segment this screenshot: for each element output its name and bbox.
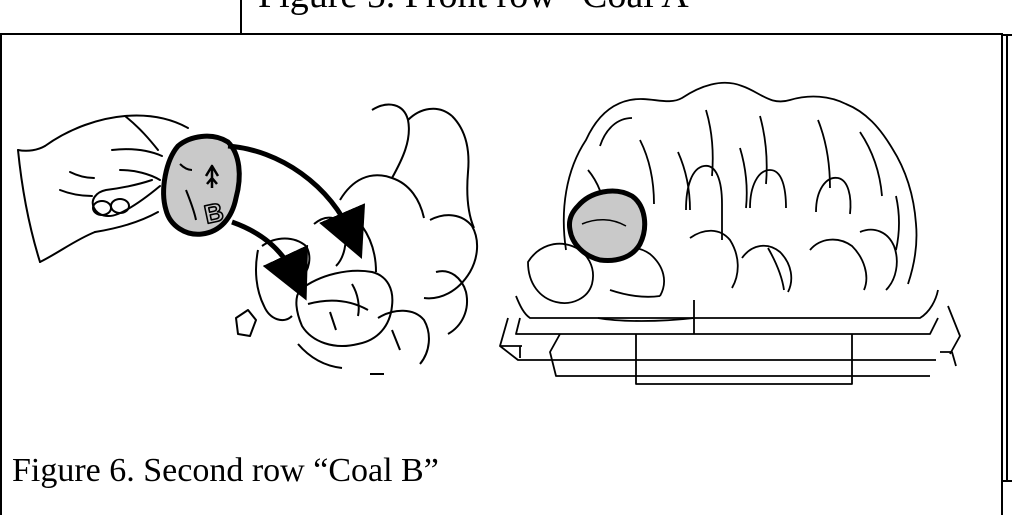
placement-arrows xyxy=(228,146,352,278)
coal-b-placement-highlight xyxy=(569,191,644,260)
figure-caption: Figure 6. Second row “Coal B” xyxy=(12,454,439,488)
coal-b-piece: B xyxy=(164,136,240,234)
log-set-closeup xyxy=(236,105,477,374)
arrow-to-back-slot xyxy=(228,146,352,236)
arrow-to-front-slot xyxy=(232,222,296,278)
